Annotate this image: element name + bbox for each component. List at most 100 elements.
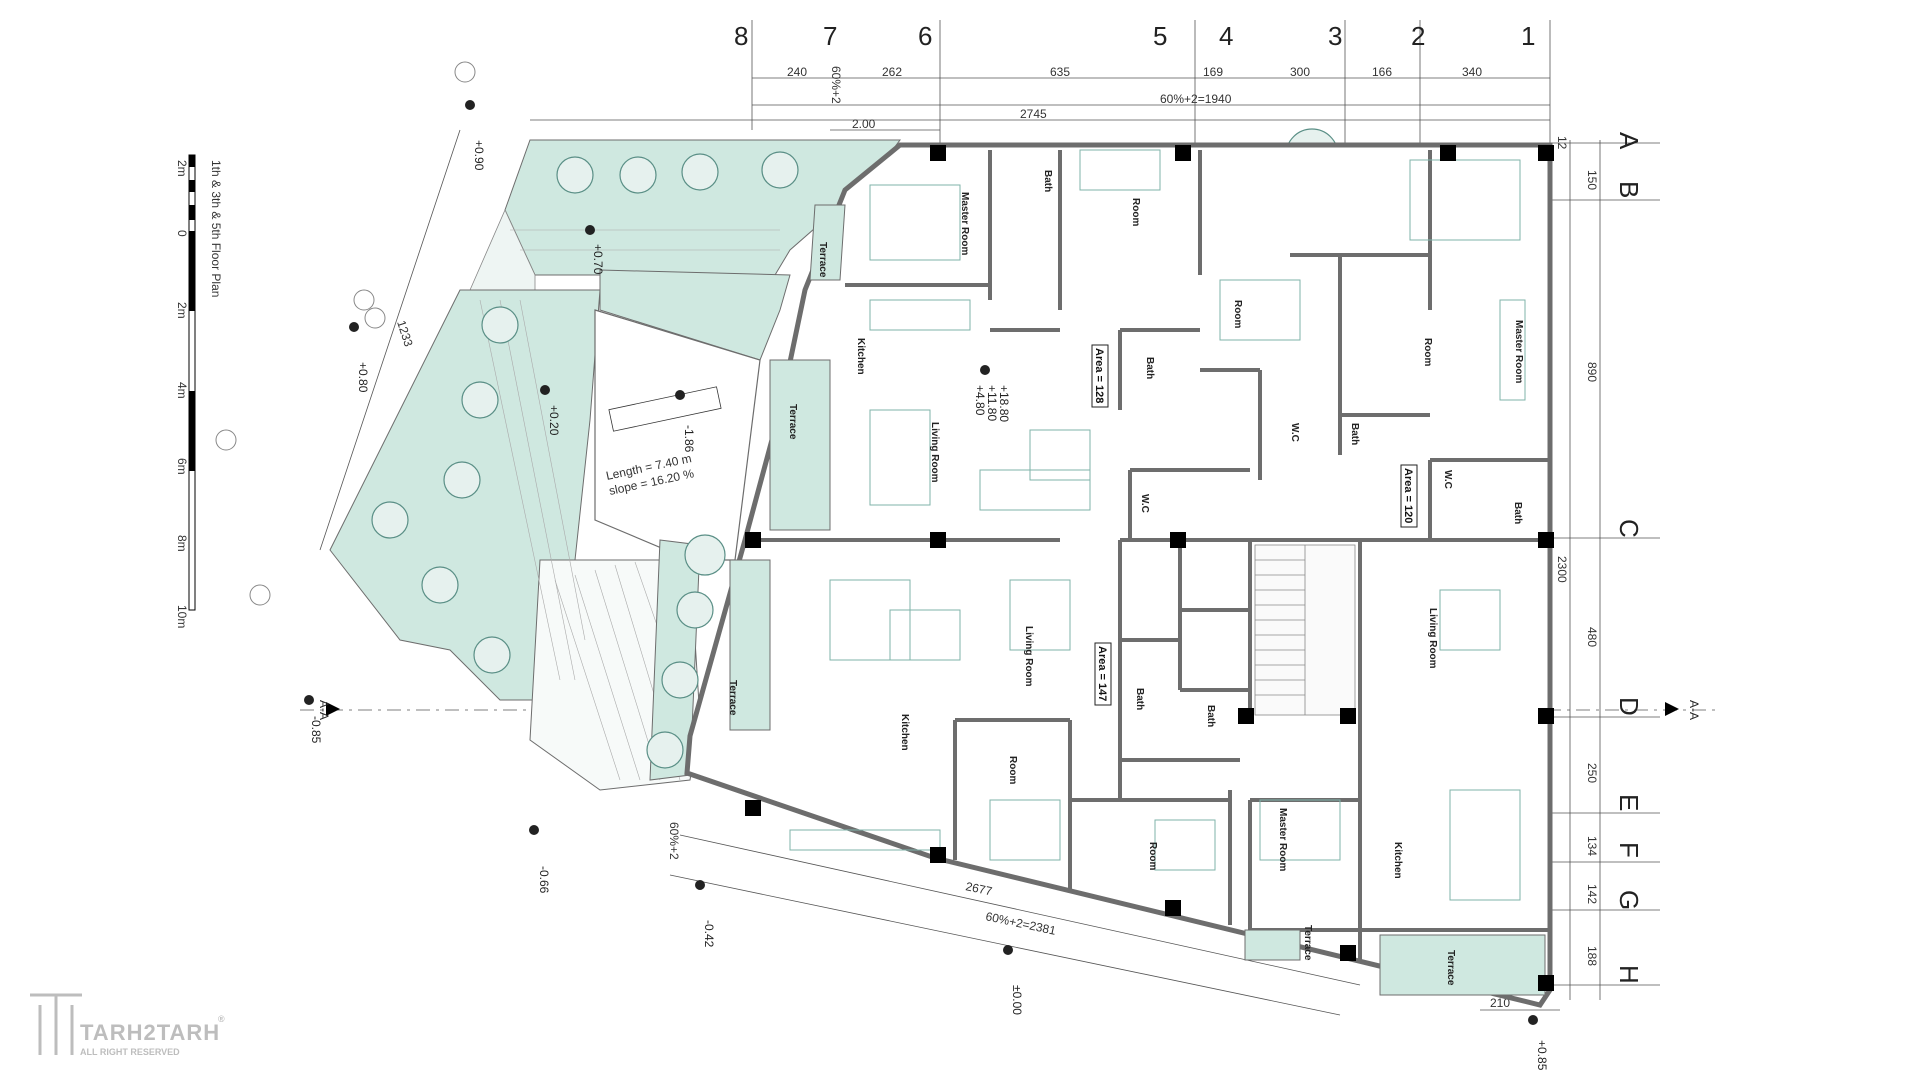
dim-top-7: 166: [1372, 65, 1392, 79]
room-label-room-4: Room: [1007, 756, 1018, 784]
grid-axis-4: 4: [1219, 21, 1233, 51]
dim-right-3: 890: [1585, 362, 1599, 382]
grid-axis-f: F: [1614, 842, 1644, 858]
section-mark-left: A-A: [317, 700, 331, 720]
grid-axis-6: 6: [918, 21, 932, 51]
scale-tick-4: 4m: [175, 382, 189, 399]
level-plus-0-20: +0.20: [547, 405, 561, 436]
room-label-room-2: Room: [1232, 300, 1243, 328]
grid-axis-5: 5: [1153, 21, 1167, 51]
building-footprint: [684, 142, 1554, 1008]
dim-small-top: 2.00: [852, 117, 876, 131]
dim-overall-top: 2745: [1020, 107, 1047, 121]
room-label-master-1: Master Room: [959, 192, 970, 255]
grid-axis-a: A: [1614, 132, 1644, 150]
grid-axis-8: 8: [734, 21, 748, 51]
grid-axis-numbers: 8 7 6 5 4 3 2 1: [734, 21, 1535, 51]
dim-right-2: 150: [1585, 170, 1599, 190]
dim-top-2: 60%+2: [829, 66, 843, 104]
level-minus-0-42: -0.42: [702, 920, 716, 948]
level-plus-18-80: +18.80: [997, 385, 1011, 422]
level-plus-0-70: +0.70: [591, 244, 605, 275]
room-label-bath-5: Bath: [1134, 688, 1145, 710]
scale-tick-1: 2m: [175, 160, 189, 177]
level-zero: ±0.00: [1010, 985, 1024, 1015]
level-minus-0-66: -0.66: [537, 866, 551, 894]
dim-top-4: 635: [1050, 65, 1070, 79]
level-plus-11-80: +11.80: [985, 385, 999, 421]
level-minus-0-85: -0.85: [309, 716, 323, 744]
room-label-wc-2: W.C: [1442, 470, 1453, 489]
scale-tick-5: 6m: [175, 458, 189, 475]
dim-bottom-main: 2677: [964, 879, 993, 898]
room-label-terrace-4: Terrace: [1302, 925, 1313, 961]
dim-bottom-right: 210: [1490, 996, 1510, 1010]
room-label-master-2: Master Room: [1513, 320, 1524, 383]
stair: [1254, 544, 1356, 716]
room-label-master-3: Master Room: [1277, 808, 1288, 871]
logo-text: TARH2TARH: [80, 1020, 220, 1045]
room-label-wc-3: W.C: [1139, 494, 1150, 513]
grid-axis-g: G: [1614, 890, 1644, 910]
dim-top-1: 240: [787, 65, 807, 79]
room-label-room-1: Room: [1130, 198, 1141, 226]
grid-axis-e: E: [1614, 794, 1644, 811]
grid-axis-3: 3: [1328, 21, 1342, 51]
room-labels: Master Room Bath Room Terrace Room Kitch…: [727, 170, 1524, 986]
room-label-bath-1: Bath: [1042, 170, 1053, 192]
room-label-living-1: Living Room: [929, 422, 940, 483]
level-plus-4-80: +4.80: [973, 385, 987, 416]
room-label-wc-1: W.C: [1289, 423, 1300, 442]
level-plus-0-90: +0.90: [472, 140, 486, 171]
scale-tick-3: 2m: [175, 302, 189, 319]
dim-right-1: 12: [1555, 136, 1569, 150]
logo-registered-mark: ®: [218, 1014, 225, 1024]
dim-left-small: 60%+2: [667, 822, 681, 860]
level-markers: +0.90 +0.80 -0.85 -0.66 -0.42 ±0.00 +0.8…: [304, 100, 1549, 1071]
room-label-bath-4: Bath: [1512, 502, 1523, 524]
room-label-living-3: Living Room: [1427, 608, 1438, 669]
scale-tick-7: 10m: [175, 605, 189, 628]
level-minus-1-86: -1.86: [682, 425, 696, 453]
room-label-terrace-3: Terrace: [727, 680, 738, 716]
dim-right-4: 2300: [1555, 556, 1569, 583]
area-tag-120: Area = 120: [1402, 468, 1414, 523]
logo-subtext: ALL RIGHT RESERVED: [80, 1047, 180, 1057]
grid-axis-1: 1: [1521, 21, 1535, 51]
room-label-room-5: Room: [1147, 842, 1158, 870]
area-tag-128: Area = 128: [1093, 348, 1105, 403]
brand-logo: TARH2TARH ALL RIGHT RESERVED ®: [30, 993, 225, 1057]
grid-axis-c: C: [1614, 519, 1644, 538]
level-plus-0-80: +0.80: [356, 362, 370, 393]
dim-top-8: 340: [1462, 65, 1482, 79]
grid-axis-b: B: [1614, 181, 1644, 198]
room-label-living-2: Living Room: [1023, 626, 1034, 687]
plan-title: 1th & 3th & 5th Floor Plan: [209, 160, 223, 297]
scale-bar: 2m 0 2m 4m 6m 8m 10m 1th & 3th & 5th Flo…: [175, 154, 223, 628]
section-marks: A-A A-A: [317, 700, 1701, 720]
dim-left-side: 1233: [394, 319, 416, 349]
room-label-terrace-2: Terrace: [787, 404, 798, 440]
dimension-values: 240 60%+2 262 635 169 300 166 340 60%+2=…: [394, 65, 1599, 1010]
section-mark-right: A-A: [1687, 700, 1701, 720]
grid-axis-letters: A B C D E F G H: [1614, 132, 1644, 984]
room-label-room-3: Room: [1422, 338, 1433, 366]
room-label-bath-3: Bath: [1349, 423, 1360, 445]
room-label-bath-2: Bath: [1144, 357, 1155, 379]
dim-right-6: 250: [1585, 763, 1599, 783]
room-label-bath-6: Bath: [1205, 705, 1216, 727]
grid-axis-2: 2: [1411, 21, 1425, 51]
grid-axis-d: D: [1614, 697, 1644, 716]
room-label-kitchen-3: Kitchen: [1392, 842, 1403, 879]
dim-right-9: 188: [1585, 946, 1599, 966]
dim-top-6: 300: [1290, 65, 1310, 79]
area-tags: Area = 128 Area = 120 Area = 147: [1091, 344, 1418, 706]
level-plus-0-85: +0.85: [1535, 1040, 1549, 1071]
room-label-kitchen-2: Kitchen: [899, 714, 910, 751]
dim-top-5: 169: [1203, 65, 1223, 79]
room-label-terrace-5: Terrace: [1445, 950, 1456, 986]
scale-tick-6: 8m: [175, 535, 189, 552]
room-label-terrace-1: Terrace: [817, 242, 828, 278]
scale-tick-2: 0: [175, 230, 189, 237]
grid-axis-h: H: [1614, 965, 1644, 984]
